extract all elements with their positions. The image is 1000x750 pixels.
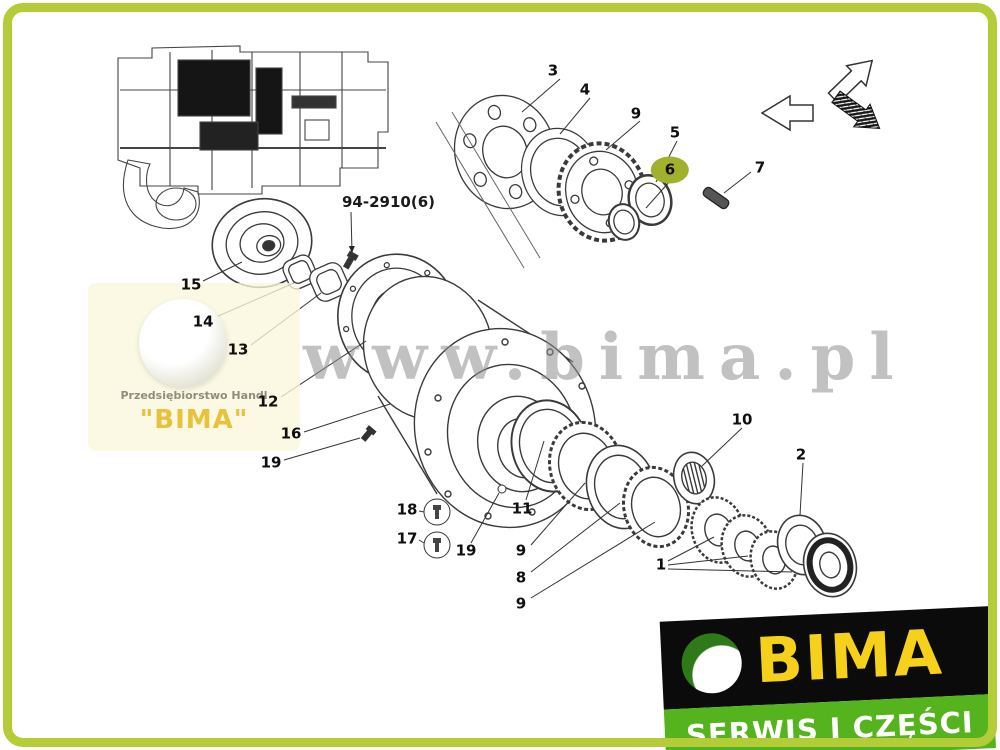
part-17-bolt: [423, 531, 451, 559]
brand-name: BIMA: [753, 615, 946, 698]
arrow-up-right-icon: [827, 59, 874, 105]
part-callout: 1: [655, 555, 667, 574]
part-callout: 2: [795, 445, 807, 464]
transmission-schematic: [117, 45, 389, 230]
ring-stack: [510, 399, 858, 598]
part-callout: 4: [579, 80, 591, 99]
arrow-down-right-hatched-icon: [831, 90, 881, 130]
part-callout: 5: [669, 123, 681, 142]
part-callout: 11: [511, 499, 533, 518]
bima-ball-icon: [680, 631, 744, 695]
part-19-pin-a: [360, 425, 377, 442]
part-callout: 12: [257, 392, 279, 411]
stamp-name: "BIMA": [139, 405, 249, 435]
part-6-o-ring: [607, 203, 641, 241]
set-bolt: [342, 250, 359, 270]
part-callout: 9: [515, 594, 527, 613]
part-callout: 16: [280, 424, 302, 443]
upper-parts-cluster: [453, 94, 730, 243]
brand-logo: BIMA SERWIS I CZĘŚCI: [659, 606, 996, 750]
part-callout: 18: [396, 500, 418, 519]
fasteners: [360, 425, 507, 559]
part-callout: 13: [227, 340, 249, 359]
part-10-splined-hub: [672, 451, 716, 505]
part-7-roll-pin: [702, 186, 730, 210]
stamp-company: Przedsiębiorstwo Handl: [120, 389, 268, 402]
part-callout: 17: [396, 529, 418, 548]
part-callout: 8: [515, 568, 527, 587]
part-callout-highlighted: 6: [650, 156, 690, 184]
part-18-bolt: [423, 498, 451, 526]
part-callout: 15: [180, 275, 202, 294]
leader-lines: [202, 78, 804, 599]
end-bearing: [802, 532, 858, 598]
arrow-left-icon: [760, 94, 814, 132]
brand-tagline: SERWIS I CZĘŚCI: [685, 705, 975, 750]
seller-stamp: Przedsiębiorstwo Handl "BIMA": [88, 283, 300, 451]
part-callout: 19: [455, 541, 477, 560]
stamp-ball-icon: [139, 299, 227, 387]
part-callout: 14: [192, 312, 214, 331]
brand-banner-black: BIMA: [659, 606, 994, 710]
part-19-pin-b: [497, 484, 507, 494]
part-13-gasket: [309, 262, 349, 302]
part-callout: 9: [515, 541, 527, 560]
part-callout: 10: [731, 410, 753, 429]
nav-arrows: [760, 59, 881, 132]
part-callout: 7: [754, 158, 766, 177]
watermark: www.bima.pl: [303, 320, 908, 395]
part-callout: 9: [630, 104, 642, 123]
part-14-gasket: [282, 254, 318, 290]
part-callout: 3: [547, 61, 559, 80]
part-code-label: 94-2910(6): [342, 193, 435, 211]
part-callout: 19: [260, 453, 282, 472]
